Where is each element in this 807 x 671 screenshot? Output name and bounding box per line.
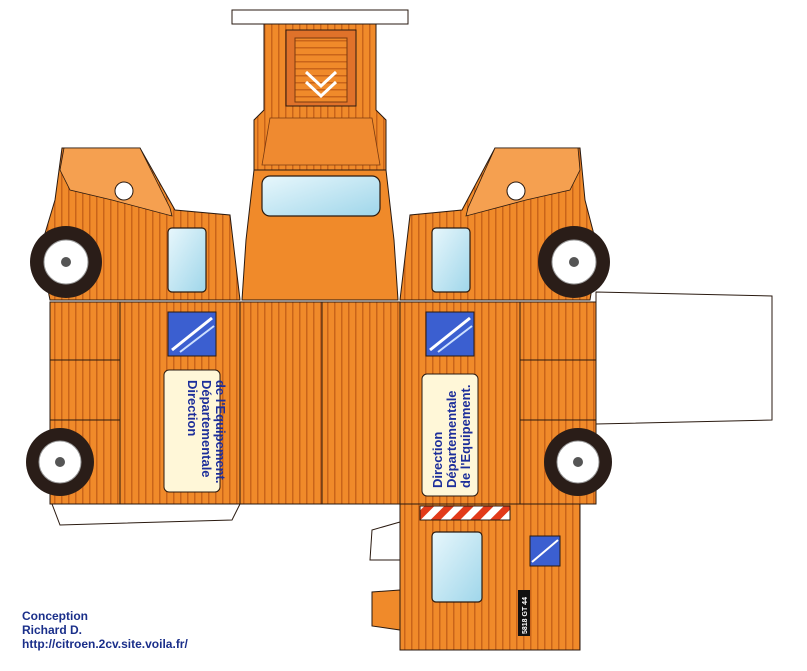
right-sign-line-3: de l'Equipement.: [458, 385, 473, 489]
left-sign-line-1: Direction: [185, 380, 200, 436]
right-door-window: [431, 227, 471, 293]
left-sign-panel: Direction Départementale de l'Equipement…: [163, 369, 228, 493]
wheel-front-right-icon: [538, 226, 610, 298]
wheel-front-left-icon: [30, 226, 102, 298]
wheel-rear-right-icon: [544, 428, 612, 496]
main-body-strip: [49, 301, 597, 505]
right-emblem: [425, 311, 475, 357]
credit-title: Conception: [22, 609, 88, 623]
top-glue-tab: [231, 9, 409, 25]
rear-panel: 5818 GT 44: [369, 503, 581, 651]
credits-block: Conception Richard D. http://citroen.2cv…: [22, 609, 188, 651]
right-sign-panel: Direction Départementale de l'Equipement…: [421, 373, 479, 497]
hazard-stripe: [419, 505, 511, 521]
left-mirror-icon: [114, 181, 134, 201]
rear-emblem: [529, 535, 561, 567]
chevron-logo-icon: [304, 70, 338, 99]
right-sign-line-1: Direction: [430, 432, 445, 488]
license-plate: [518, 590, 530, 636]
windshield-panel: [241, 169, 399, 301]
credit-url: http://citroen.2cv.site.voila.fr/: [22, 637, 188, 651]
windshield-window: [261, 175, 381, 217]
license-plate-text: 5818 GT 44: [522, 597, 529, 634]
right-mirror-icon: [506, 181, 526, 201]
left-door-window: [167, 227, 207, 293]
rear-window: [431, 531, 483, 603]
left-sign-line-2: Départementale: [199, 380, 214, 478]
left-fender-flap: [51, 503, 241, 526]
credit-author: Richard D.: [22, 623, 83, 637]
wheel-rear-left-icon: [26, 428, 94, 496]
left-emblem: [167, 311, 217, 357]
left-sign-line-3: de l'Equipement.: [213, 380, 228, 484]
hood-panel: [253, 23, 387, 171]
right-glue-tab: [595, 291, 773, 425]
right-sign-line-2: Départementale: [444, 390, 459, 488]
